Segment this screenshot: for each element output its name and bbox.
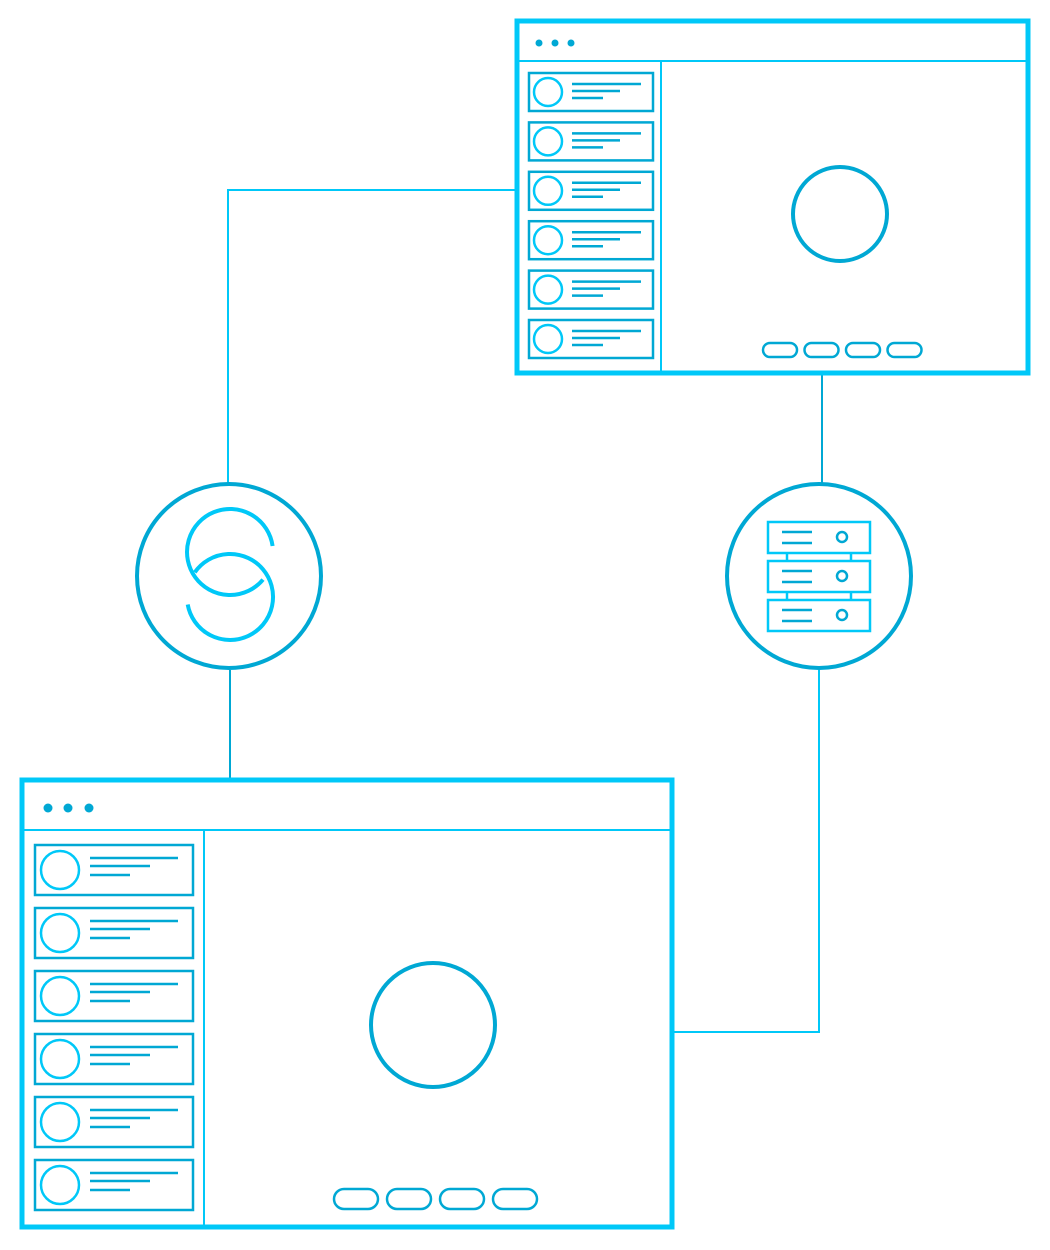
- window-dot: [84, 803, 94, 813]
- list-item-box: [33, 843, 195, 897]
- avatar-icon: [532, 274, 564, 305]
- list-item[interactable]: [33, 843, 195, 897]
- window-dot: [551, 39, 559, 47]
- avatar-icon: [532, 76, 564, 108]
- pager-button[interactable]: [761, 341, 799, 359]
- list-item-box: [33, 906, 195, 960]
- avatar-icon: [39, 1038, 81, 1080]
- pager-button[interactable]: [844, 341, 882, 359]
- server-icon: [766, 520, 872, 633]
- pager-button[interactable]: [385, 1187, 433, 1211]
- window-controls-icon[interactable]: [535, 39, 575, 47]
- sync-icon: [185, 507, 276, 642]
- bottom-app-window: [19, 777, 675, 1230]
- sync-node: [135, 482, 323, 670]
- avatar-icon: [39, 849, 81, 891]
- list-item[interactable]: [33, 969, 195, 1023]
- top-app-window: [514, 18, 1031, 376]
- window-controls-icon[interactable]: [43, 803, 94, 813]
- list-item-box: [33, 969, 195, 1023]
- pager-button[interactable]: [438, 1187, 486, 1211]
- window-dot: [567, 39, 575, 47]
- connector-server-to-bottom-window: [672, 670, 820, 1033]
- list-item[interactable]: [33, 1095, 195, 1149]
- list-item[interactable]: [33, 1032, 195, 1086]
- content-placeholder-circle: [369, 961, 497, 1089]
- pager-button[interactable]: [491, 1187, 539, 1211]
- list-item[interactable]: [527, 121, 655, 162]
- pager-button[interactable]: [803, 341, 840, 359]
- list-item-box: [527, 318, 655, 360]
- list-item[interactable]: [527, 318, 655, 360]
- list-item-box: [527, 269, 655, 310]
- server-node: [725, 482, 913, 670]
- list-item[interactable]: [527, 71, 655, 113]
- list-item[interactable]: [33, 906, 195, 960]
- list-item[interactable]: [527, 269, 655, 310]
- avatar-icon: [532, 224, 564, 256]
- list-item-box: [33, 1032, 195, 1086]
- list-item[interactable]: [527, 219, 655, 261]
- avatar-icon: [39, 912, 81, 954]
- list-item-box: [33, 1158, 195, 1212]
- pager-button[interactable]: [332, 1187, 380, 1211]
- window-dot: [63, 803, 73, 813]
- avatar-icon: [532, 126, 564, 157]
- content-placeholder-circle: [791, 165, 889, 263]
- avatar-icon: [39, 975, 81, 1017]
- avatar-icon: [532, 175, 564, 207]
- list-item-box: [527, 219, 655, 261]
- list-item[interactable]: [527, 170, 655, 212]
- connector-top-window-to-sync: [227, 189, 517, 484]
- list-item-box: [527, 71, 655, 113]
- avatar-icon: [39, 1101, 81, 1143]
- list-item-box: [33, 1095, 195, 1149]
- list-item-box: [527, 121, 655, 162]
- pager-button[interactable]: [886, 341, 923, 359]
- window-dot: [43, 803, 53, 813]
- avatar-icon: [39, 1164, 81, 1206]
- window-dot: [535, 39, 543, 47]
- list-item[interactable]: [33, 1158, 195, 1212]
- avatar-icon: [532, 323, 564, 355]
- window-frame: [19, 777, 675, 1230]
- list-item-box: [527, 170, 655, 212]
